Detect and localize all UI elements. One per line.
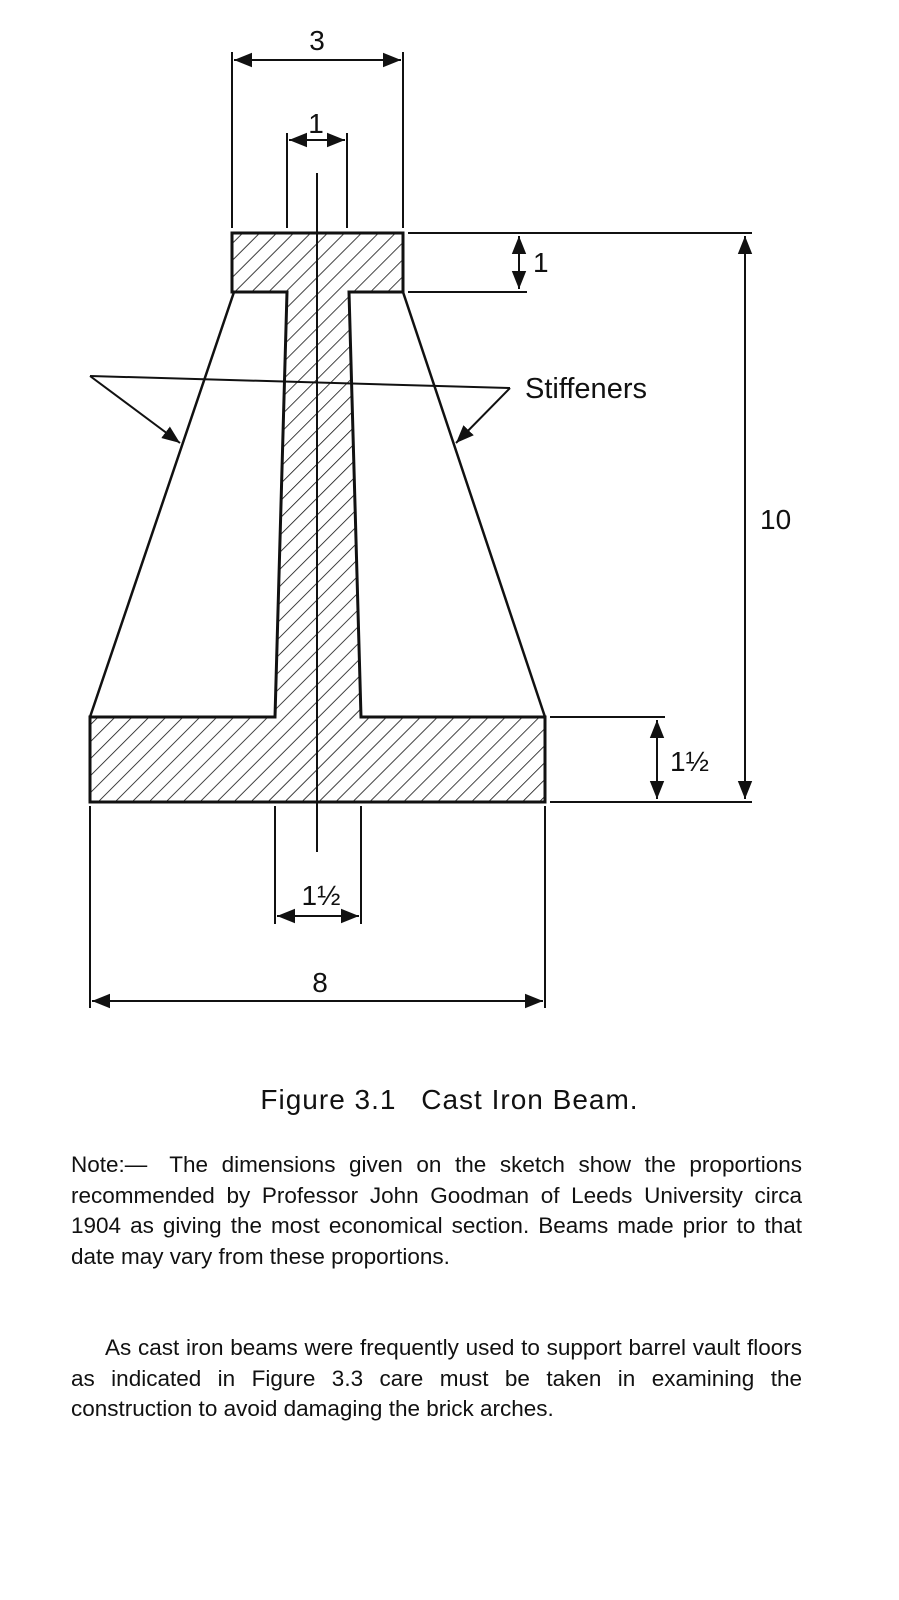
note-text: The dimensions given on the sketch show … (71, 1152, 802, 1269)
dimension-overall-depth (550, 236, 753, 803)
body-paragraph: As cast iron beams were frequently used … (71, 1333, 802, 1425)
cast-iron-beam-diagram: 3 1 1 10 1½ 1½ 8 Stif (88, 25, 791, 1009)
dimension-bottom-flange-width (89, 806, 546, 1009)
dim-label-top-flange-width: 3 (309, 25, 325, 56)
dim-label-overall-depth: 10 (760, 504, 791, 535)
note-paragraph: Note:—The dimensions given on the sketch… (71, 1150, 802, 1272)
dim-label-top-flange-thickness: 1 (533, 247, 549, 278)
dim-label-bottom-flange-width: 8 (312, 967, 328, 998)
figure-title: Cast Iron Beam. (421, 1084, 639, 1115)
dim-label-bottom-flange-thickness: 1½ (670, 746, 709, 777)
stiffeners (88, 291, 547, 718)
dimension-web-top-width (286, 132, 348, 228)
stiffeners-label: Stiffeners (525, 373, 647, 405)
dim-label-web-top-width: 1 (308, 108, 324, 139)
stiffener-right (401, 291, 547, 718)
stiffener-left (88, 291, 236, 718)
dimension-bottom-flange-thickness (550, 716, 665, 799)
dimension-web-bottom-width (274, 806, 362, 924)
dim-label-web-bottom-width: 1½ (302, 880, 341, 911)
body-paragraph-text: As cast iron beams were frequently used … (71, 1335, 802, 1421)
dimension-top-flange-thickness (408, 232, 752, 293)
note-label: Note:— (71, 1152, 148, 1177)
stiffeners-leaders (89, 375, 511, 444)
figure-number: Figure 3.1 (260, 1084, 397, 1115)
figure-caption: Figure 3.1 Cast Iron Beam. (0, 1084, 899, 1116)
dimension-top-flange-width (231, 52, 404, 228)
